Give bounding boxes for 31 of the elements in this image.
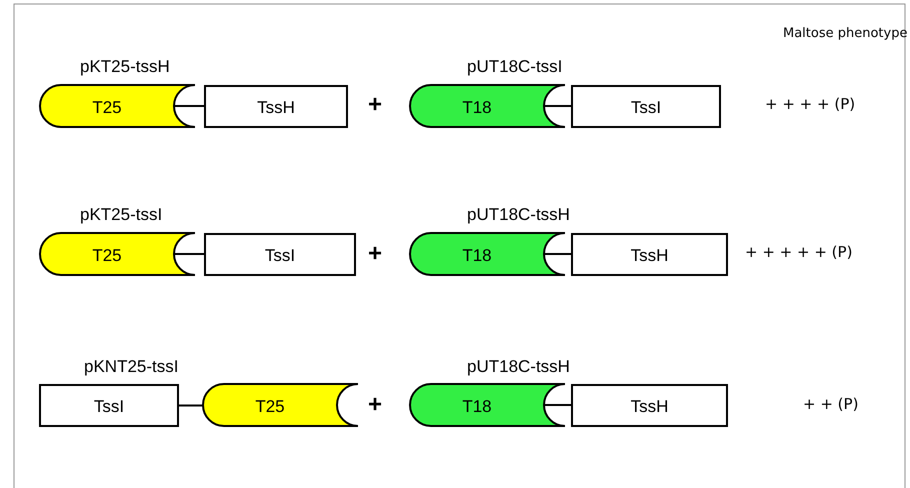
protein-name: TssI [264,245,296,266]
plus-sign: + [368,391,382,419]
phenotype-text: + + + + (P) [765,95,856,113]
plasmid-name: pUT18C-tssH [467,205,570,225]
protein-name: T25 [92,244,122,266]
protein-name: T18 [462,396,492,416]
linker-line [544,253,572,255]
protein-name: TssH [630,396,668,417]
protein-name: T25 [255,396,285,416]
linker-line [178,404,203,406]
plasmid-name: pKT25-tssI [80,205,162,225]
plasmid-name: pKNT25-tssI [84,357,178,377]
phenotype-text: + + (P) [803,395,858,413]
protein-name: TssI [94,396,124,417]
protein-name: T18 [462,96,492,118]
phenotype-text: + + + + + (P) [745,243,852,261]
protein-name: TssH [257,97,295,118]
plasmid-name: pUT18C-tssI [467,57,562,77]
protein-name: TssI [630,97,662,118]
linker-line [544,105,572,107]
plasmid-name: pUT18C-tssH [467,357,570,377]
linker-line [174,253,205,255]
linker-line [174,105,205,107]
column-heading: Maltose phenotype [783,26,908,41]
protein-name: T18 [462,244,492,266]
plasmid-name: pKT25-tssH [80,57,170,77]
linker-line [544,404,572,406]
protein-name: T25 [92,96,122,118]
plus-sign: + [368,240,382,268]
plus-sign: + [368,91,382,119]
protein-name: TssH [630,245,668,266]
